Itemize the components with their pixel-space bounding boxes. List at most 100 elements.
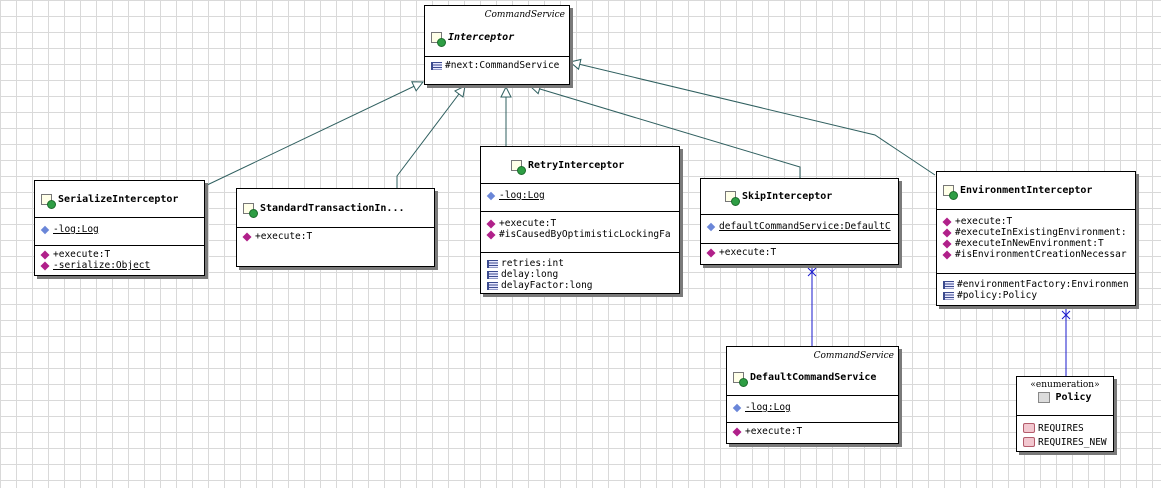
class-name: SerializeInterceptor: [58, 193, 179, 205]
attribute-row: -log:Log: [40, 224, 202, 235]
operation-row: #isCausedByOptimisticLockingFa: [486, 229, 677, 240]
class-header: RetryInterceptor: [481, 147, 679, 184]
literals-section: REQUIRES REQUIRES_NEW: [1017, 416, 1113, 451]
attribute-row: defaultCommandService:DefaultC: [706, 221, 896, 232]
class-retry-interceptor[interactable]: RetryInterceptor -log:Log +execute:T #is…: [480, 146, 680, 294]
method-icon: [942, 249, 952, 260]
field-row: delayFactor:long: [487, 280, 677, 291]
class-serialize-interceptor[interactable]: SerializeInterceptor -log:Log +execute:T…: [34, 180, 205, 276]
attributes-section: defaultCommandService:DefaultC: [701, 215, 898, 244]
class-name: StandardTransactionIn...: [260, 202, 405, 214]
operations-section: +execute:T -serialize:Object: [35, 246, 204, 275]
skip-navigation-x-icon: [807, 267, 817, 277]
class-name: EnvironmentInterceptor: [960, 185, 1093, 196]
method-icon: [486, 218, 496, 229]
serialize-generalization: [204, 82, 423, 187]
enum-name: Policy: [1055, 392, 1092, 403]
method-icon: [40, 249, 50, 260]
enum-literal-row: REQUIRES_NEW: [1023, 435, 1111, 449]
method-icon: [942, 216, 952, 227]
class-header: SkipInterceptor: [701, 179, 898, 215]
operation-row: -serialize:Object: [40, 260, 202, 271]
class-header: StandardTransactionIn...: [237, 189, 434, 228]
operation-row: +execute:T: [942, 216, 1133, 227]
operation-row: #isEnvironmentCreationNecessar: [942, 249, 1133, 260]
class-name: DefaultCommandService: [750, 371, 877, 383]
skip-generalization: [530, 86, 801, 178]
enumeration-icon: [1038, 392, 1051, 403]
operation-row: +execute:T: [242, 231, 432, 242]
operation-row: +execute:T: [486, 218, 677, 229]
class-default-command-service[interactable]: CommandService DefaultCommandService -lo…: [726, 346, 899, 444]
class-name: SkipInterceptor: [742, 191, 833, 202]
static-field-icon: [486, 191, 496, 200]
enum-policy[interactable]: «enumeration» Policy REQUIRES REQUIRES_N…: [1016, 376, 1114, 452]
enum-literal-icon: [1023, 437, 1035, 447]
operation-row: #executeInExistingEnvironment:: [942, 227, 1133, 238]
class-icon: [725, 191, 740, 206]
operations-section: +execute:T: [237, 228, 434, 246]
operation-row: #executeInNewEnvironment:T: [942, 238, 1133, 249]
class-icon: [431, 31, 446, 47]
class-icon: [243, 202, 258, 218]
operation-row: +execute:T: [40, 249, 202, 260]
class-icon: [41, 193, 56, 209]
class-environment-interceptor[interactable]: EnvironmentInterceptor +execute:T #execu…: [936, 171, 1136, 306]
field-icon: [487, 281, 498, 290]
class-icon: [943, 185, 958, 200]
stereotype-label: CommandService: [484, 10, 565, 20]
environment-generalization: [570, 62, 936, 176]
operation-row: +execute:T: [706, 247, 896, 258]
method-icon: [242, 231, 252, 242]
field-icon: [431, 61, 442, 70]
field-row: #policy:Policy: [943, 290, 1133, 301]
field-icon: [487, 270, 498, 279]
class-header: EnvironmentInterceptor: [937, 172, 1135, 210]
method-icon: [706, 247, 716, 258]
attribute-row: #next:CommandService: [431, 60, 567, 71]
attributes-section: -log:Log: [35, 218, 204, 246]
method-icon: [40, 260, 50, 271]
attributes-section: #next:CommandService: [425, 57, 569, 75]
static-field-icon: [706, 222, 716, 231]
enum-header: «enumeration» Policy: [1017, 377, 1113, 416]
operations-section: +execute:T: [701, 244, 898, 262]
operation-row: +execute:T: [732, 426, 896, 437]
attributes-section: -log:Log: [481, 184, 679, 212]
field-row: retries:int: [487, 258, 677, 269]
class-header: CommandService DefaultCommandService: [727, 347, 898, 396]
field-row: delay:long: [487, 269, 677, 280]
standard-generalization: [396, 86, 465, 188]
class-header: CommandService Interceptor: [425, 6, 569, 57]
method-icon: [486, 229, 496, 240]
method-icon: [942, 227, 952, 238]
enum-literal-row: REQUIRES: [1023, 421, 1111, 435]
fields-section: #environmentFactory:Environmen #policy:P…: [937, 274, 1135, 305]
method-icon: [942, 238, 952, 249]
attribute-row: -log:Log: [486, 190, 677, 201]
class-header: SerializeInterceptor: [35, 181, 204, 218]
operations-section: +execute:T: [727, 423, 898, 441]
static-field-icon: [40, 225, 50, 234]
class-name: RetryInterceptor: [528, 159, 625, 171]
attribute-row: -log:Log: [732, 402, 896, 413]
class-standard-transaction-interceptor[interactable]: StandardTransactionIn... +execute:T: [236, 188, 435, 267]
field-icon: [943, 280, 954, 289]
class-name: Interceptor: [448, 31, 515, 43]
fields-section: retries:int delay:long delayFactor:long: [481, 253, 679, 293]
field-icon: [487, 259, 498, 268]
stereotype-label: «enumeration»: [1030, 380, 1100, 390]
attributes-section: -log:Log: [727, 396, 898, 423]
env-navigation-x-icon: [1061, 310, 1071, 320]
enum-literal-icon: [1023, 423, 1035, 433]
class-icon: [511, 159, 526, 175]
class-interceptor[interactable]: CommandService Interceptor #next:Command…: [424, 5, 570, 85]
field-icon: [943, 291, 954, 300]
class-skip-interceptor[interactable]: SkipInterceptor defaultCommandService:De…: [700, 178, 899, 265]
operations-section: +execute:T #isCausedByOptimisticLockingF…: [481, 212, 679, 253]
field-row: #environmentFactory:Environmen: [943, 279, 1133, 290]
stereotype-label: CommandService: [813, 351, 894, 361]
method-icon: [732, 426, 742, 437]
operations-section: +execute:T #executeInExistingEnvironment…: [937, 210, 1135, 274]
